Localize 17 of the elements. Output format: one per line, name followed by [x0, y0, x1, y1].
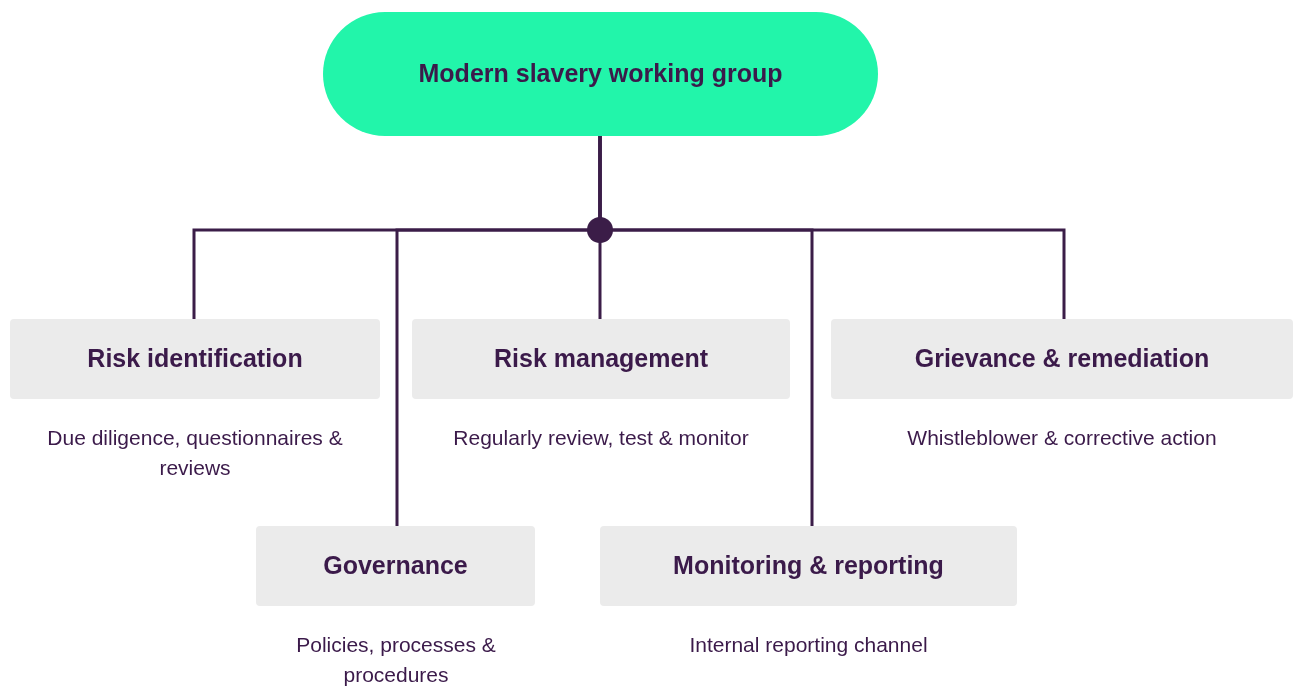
- node-description: Internal reporting channel: [688, 632, 929, 658]
- node-title: Grievance & remediation: [914, 343, 1210, 375]
- topic-box: [412, 319, 790, 399]
- node-description: Whistleblower & corrective action: [906, 425, 1218, 451]
- topic-box: [256, 526, 535, 606]
- node-title: Monitoring & reporting: [673, 550, 944, 582]
- topic-box: [831, 319, 1293, 399]
- node-title: Modern slavery working group: [418, 58, 783, 90]
- topic-box: [600, 526, 1017, 606]
- node-title: Risk management: [494, 343, 708, 375]
- node-description: Policies, processes & procedures: [295, 632, 497, 688]
- topic-box: [10, 319, 380, 399]
- node-title: Governance: [323, 550, 468, 582]
- node-title: Risk identification: [87, 343, 303, 375]
- node-description: Regularly review, test & monitor: [452, 425, 750, 451]
- node-description: Due diligence, questionnaires & reviews: [46, 425, 344, 481]
- connector-line: [598, 136, 814, 526]
